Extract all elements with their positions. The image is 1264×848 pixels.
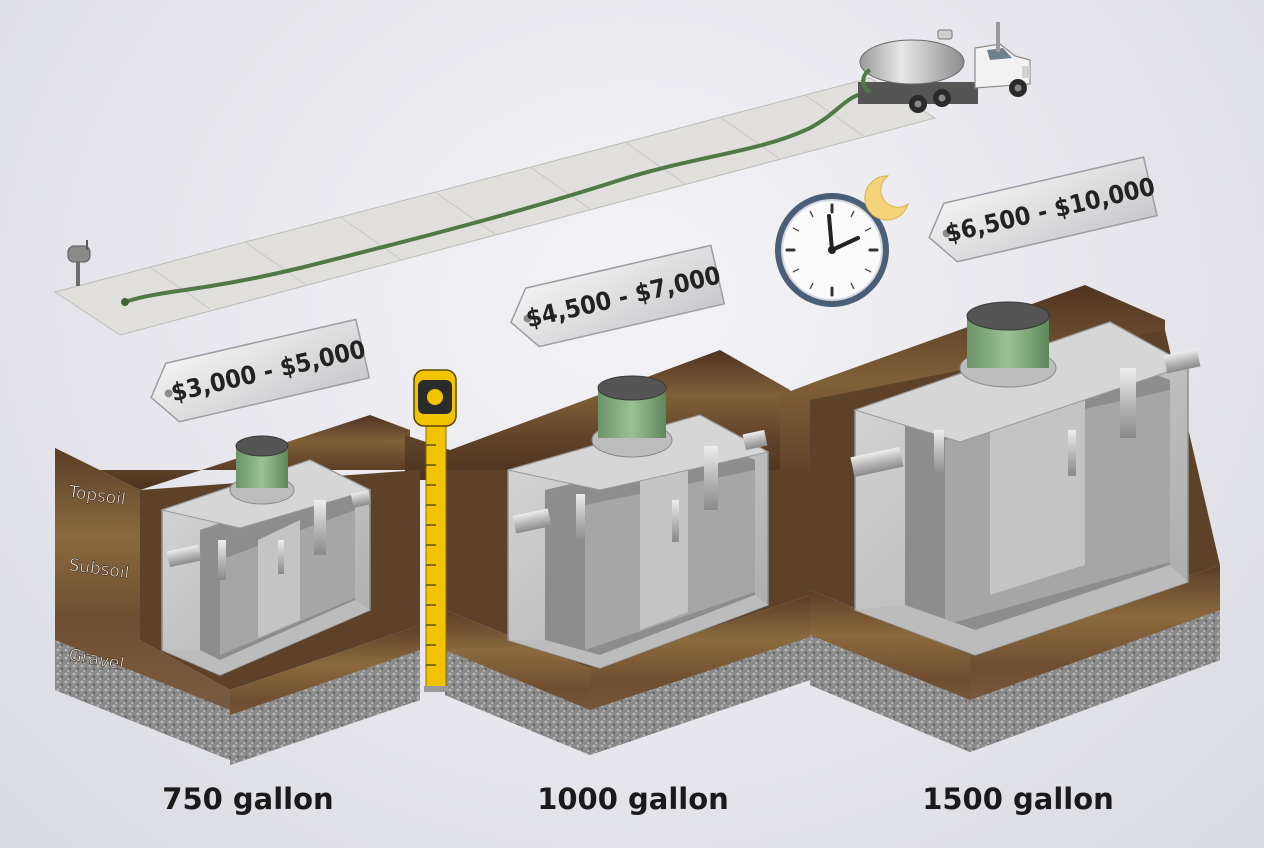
mailbox-icon — [67, 240, 91, 286]
hose — [124, 90, 871, 304]
tank-1500 — [850, 301, 1201, 656]
tape-measure-icon — [413, 369, 457, 692]
price-tag-750: $3,000 - $5,000 — [150, 318, 371, 423]
moon-icon — [864, 175, 909, 221]
price-tag-1500: $6,500 - $10,000 — [928, 156, 1158, 263]
price-tag-1000: $4,500 - $7,000 — [510, 244, 726, 348]
tank-1000 — [507, 375, 770, 669]
capacity-label-750: 750 gallon — [162, 782, 334, 816]
tank-750 — [160, 435, 372, 676]
clock-icon — [775, 193, 889, 307]
walkway — [53, 77, 937, 336]
capacity-label-1500: 1500 gallon — [922, 782, 1114, 816]
capacity-label-1000: 1000 gallon — [537, 782, 729, 816]
pump-truck-icon — [858, 22, 1031, 113]
